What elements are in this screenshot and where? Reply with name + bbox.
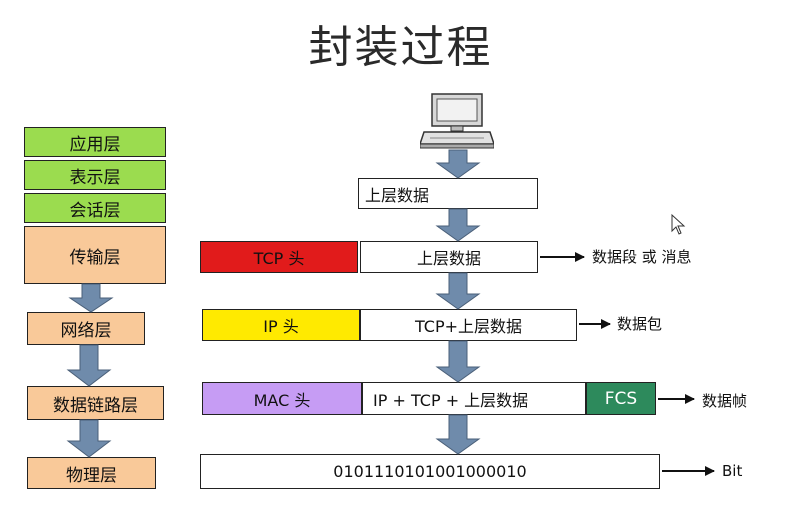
ip-data-box: TCP+上层数据 [360,309,577,341]
annotation-segment: 数据段 或 消息 [592,248,692,266]
tcp-header-box: TCP 头 [200,241,358,273]
page-title: 封装过程 [308,22,493,73]
fcs-box: FCS [586,382,656,415]
down-arrow-ip-mac [435,340,481,383]
annotation-frame: 数据帧 [702,392,748,410]
down-arrow-transport-network [68,283,114,313]
layer-session: 会话层 [24,193,166,223]
down-arrow-network-datalink [66,344,112,387]
layer-network: 网络层 [27,312,145,345]
layer-transport: 传输层 [24,226,166,284]
layer-data-link: 数据链路层 [27,386,164,420]
mac-header-box: MAC 头 [202,382,362,415]
down-arrow-computer-upper [435,149,481,179]
ip-header-box: IP 头 [202,309,360,341]
down-arrow-mac-bits [435,414,481,455]
down-arrow-tcp-ip [435,272,481,310]
mouse-cursor-icon [671,213,686,235]
layer-physical: 物理层 [27,457,156,489]
down-arrow-datalink-physical [66,419,112,458]
down-arrow-upper-tcp [435,208,481,242]
frame-data-box: IP + TCP + 上层数据 [362,382,586,415]
annotation-packet: 数据包 [617,315,663,333]
layer-presentation: 表示层 [24,160,166,190]
tcp-data-box: 上层数据 [360,241,538,273]
computer-icon [418,92,496,150]
layer-application: 应用层 [24,127,166,157]
bits-box: 0101110101001000010 [200,454,660,489]
upper-data-box: 上层数据 [358,178,538,209]
annotation-bit: Bit [722,462,743,480]
